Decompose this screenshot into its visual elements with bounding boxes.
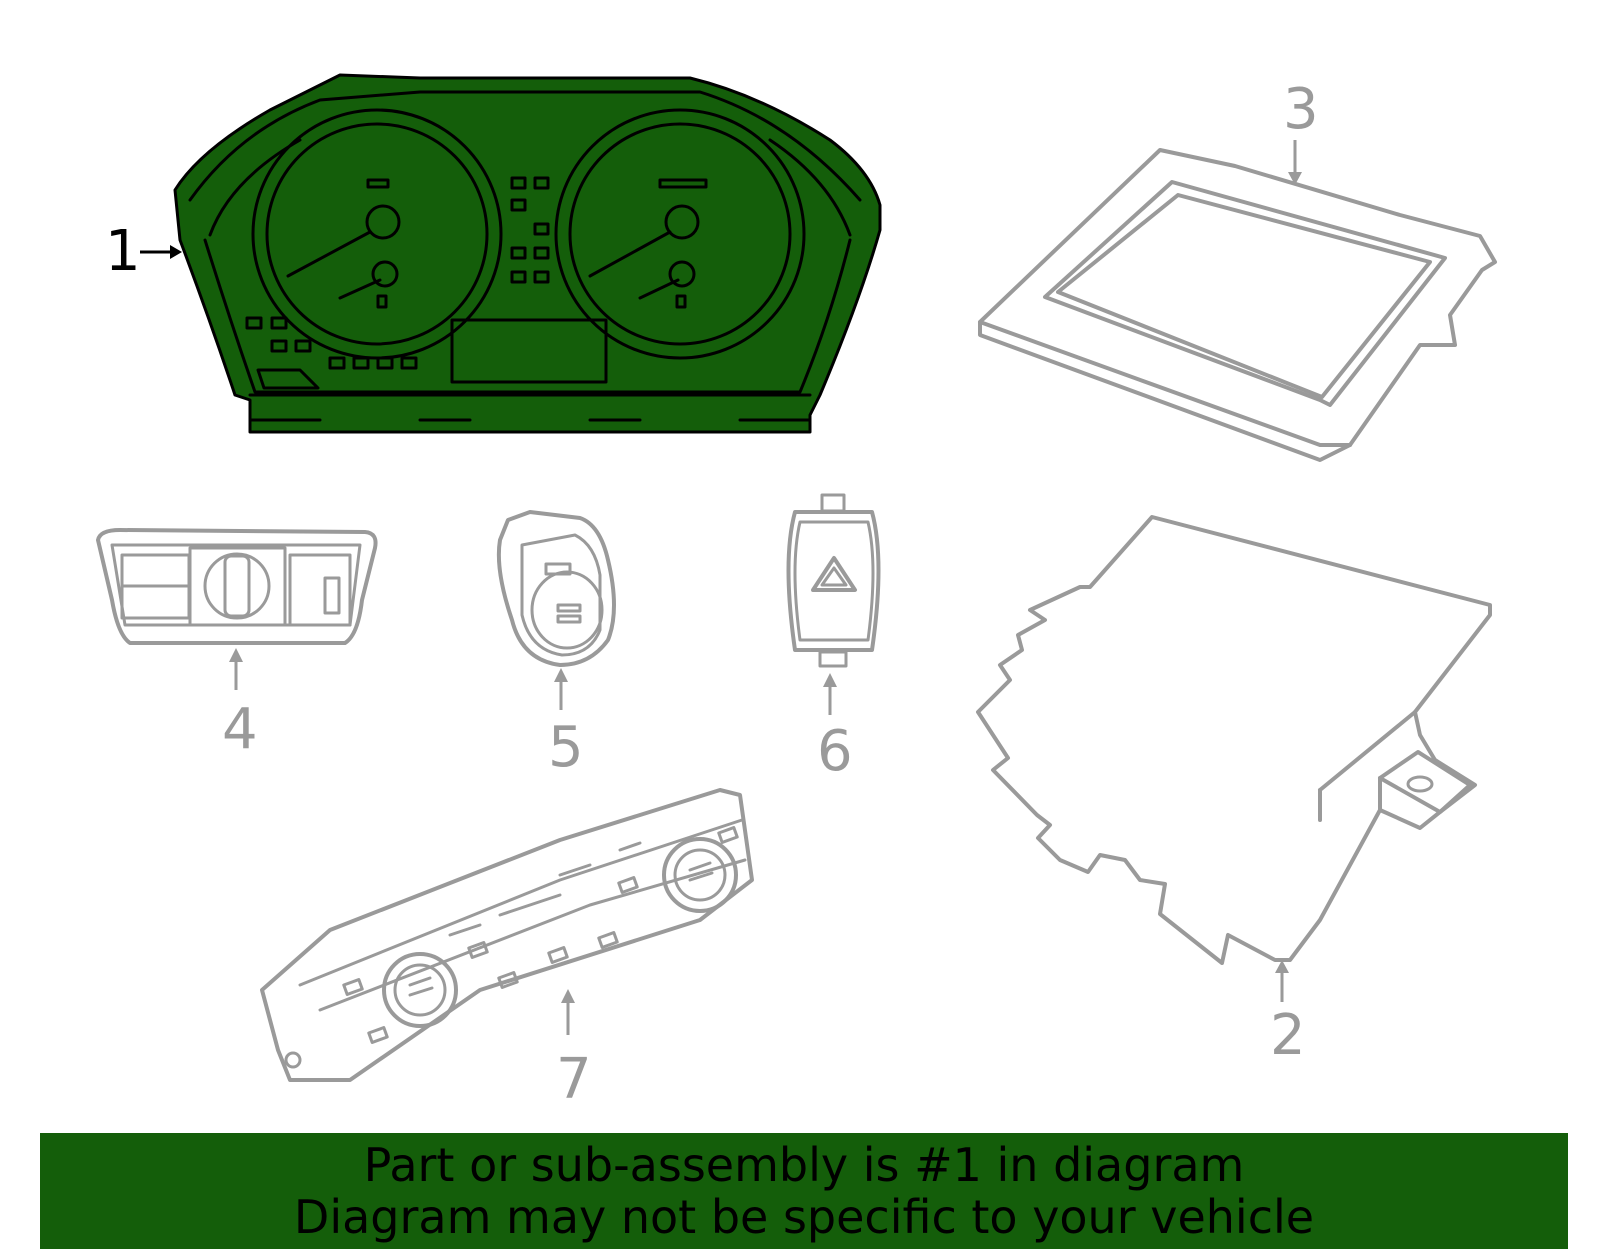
part-7-climate-control-panel[interactable] bbox=[260, 788, 754, 1082]
part-4-headlamp-switch[interactable] bbox=[96, 528, 378, 645]
part-1-instrument-cluster[interactable] bbox=[173, 73, 882, 434]
part-6-hazard-switch[interactable] bbox=[786, 493, 881, 668]
part-5-start-stop-switch[interactable] bbox=[496, 510, 616, 667]
info-banner: Part or sub-assembly is #1 in diagram Di… bbox=[40, 1133, 1568, 1249]
callout-4: 4 bbox=[222, 648, 258, 762]
callout-3: 3 bbox=[1283, 77, 1319, 185]
callout-4-label: 4 bbox=[222, 697, 258, 762]
callout-1: 1 bbox=[105, 219, 182, 284]
callout-1-label: 1 bbox=[105, 219, 141, 284]
callout-2-label: 2 bbox=[1270, 1003, 1306, 1068]
banner-background bbox=[40, 1133, 1568, 1249]
part-3-display-screen[interactable] bbox=[978, 148, 1497, 462]
callout-7: 7 bbox=[556, 989, 592, 1112]
callout-6: 6 bbox=[817, 673, 853, 784]
part-2-control-module-bracket[interactable] bbox=[976, 515, 1492, 965]
callout-3-label: 3 bbox=[1283, 77, 1319, 142]
callout-5: 5 bbox=[548, 668, 584, 780]
callout-2: 2 bbox=[1270, 960, 1306, 1068]
callout-7-label: 7 bbox=[556, 1047, 592, 1112]
banner-line-2: Diagram may not be specific to your vehi… bbox=[293, 1190, 1315, 1244]
banner-line-1: Part or sub-assembly is #1 in diagram bbox=[363, 1138, 1245, 1192]
callout-6-label: 6 bbox=[817, 719, 853, 784]
callout-5-label: 5 bbox=[548, 715, 584, 780]
